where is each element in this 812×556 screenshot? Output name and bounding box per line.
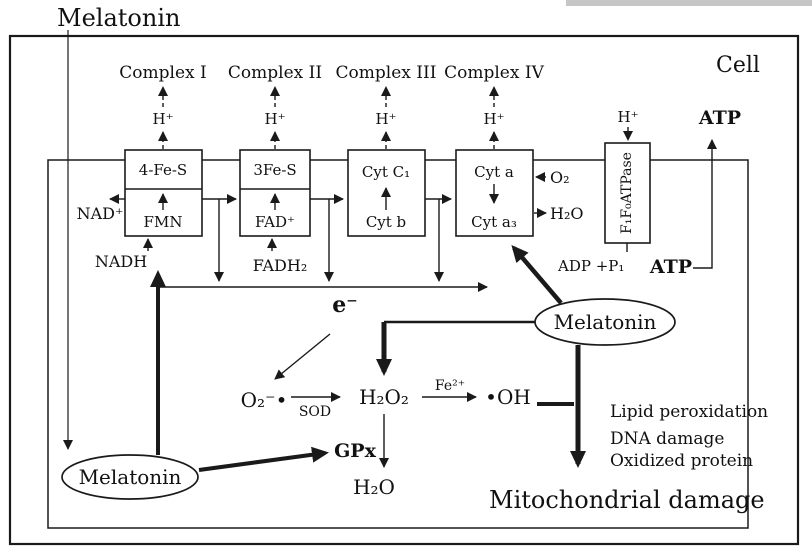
complex-2-upper-label: 3Fe-S bbox=[253, 161, 296, 179]
proton-arrows bbox=[158, 86, 633, 149]
atpase-rect bbox=[604, 142, 651, 244]
mitochondrial-damage-label: Mitochondrial damage bbox=[489, 486, 765, 514]
complex-3-label: Complex III bbox=[336, 63, 437, 83]
complex-3-box bbox=[347, 149, 426, 237]
atpase-box bbox=[604, 142, 651, 244]
cell-membrane-box bbox=[8, 34, 800, 546]
complex-4-upper-label: Cyt a bbox=[474, 163, 514, 181]
atp-exported-label: ATP bbox=[698, 107, 741, 129]
substrate-arrows bbox=[109, 139, 717, 269]
fadh2-label: FADH₂ bbox=[253, 256, 307, 275]
complex-4-lower-label: Cyt a₃ bbox=[471, 213, 517, 231]
damage-item-dna: DNA damage bbox=[610, 429, 724, 449]
melatonin-bottom-label: Melatonin bbox=[79, 465, 182, 489]
melatonin-arrows bbox=[63, 30, 586, 472]
complex-2-label: Complex II bbox=[228, 63, 322, 83]
arrow-atp-export bbox=[693, 139, 717, 269]
complex-1-box bbox=[124, 149, 203, 237]
ros-arrows bbox=[274, 333, 477, 468]
etc-wiring bbox=[159, 194, 488, 292]
complex-3-lower-label: Cyt b bbox=[366, 213, 406, 231]
arrow-electron-leak bbox=[274, 333, 331, 380]
damage-item-lipid: Lipid peroxidation bbox=[610, 402, 768, 422]
electron-label: e⁻ bbox=[332, 292, 358, 318]
melatonin-ellipse-bottom bbox=[61, 454, 199, 500]
superoxide-label: O₂⁻• bbox=[241, 388, 288, 412]
adp-pi-label: ADP +P₁ bbox=[557, 257, 624, 275]
hydroxyl-label: •OH bbox=[485, 385, 531, 409]
hplus-complex-4: H⁺ bbox=[484, 110, 505, 128]
complex-1-lower-label: FMN bbox=[144, 213, 183, 231]
scan-artifact bbox=[566, 0, 812, 6]
sod-label: SOD bbox=[299, 404, 331, 420]
diagram-title: Melatonin bbox=[57, 4, 180, 32]
atpase-label: F₁F₀ATPase bbox=[619, 152, 635, 234]
complex-4-label: Complex IV bbox=[444, 63, 544, 83]
hplus-complex-1: H⁺ bbox=[153, 110, 174, 128]
arrow-melatonin-to-complex4 bbox=[511, 244, 563, 305]
arrow-melatonin-to-gpx bbox=[198, 446, 329, 472]
complex-2-box bbox=[239, 149, 311, 237]
nadh-label: NADH bbox=[95, 252, 147, 271]
o2-label: O₂ bbox=[550, 168, 570, 187]
cell-label: Cell bbox=[716, 53, 760, 78]
complex-3-upper-label: Cyt C₁ bbox=[362, 163, 410, 181]
melatonin-right-label: Melatonin bbox=[554, 310, 657, 334]
hplus-atpase: H⁺ bbox=[618, 108, 639, 126]
gpx-h2o-label: H₂O bbox=[353, 475, 395, 499]
damage-item-protein: Oxidized protein bbox=[610, 451, 753, 471]
complex-4-box bbox=[455, 149, 534, 237]
complex-1-upper-label: 4-Fe-S bbox=[139, 161, 187, 179]
atp-label: ATP bbox=[649, 256, 692, 278]
hplus-complex-2: H⁺ bbox=[265, 110, 286, 128]
nad-label: NAD⁺ bbox=[77, 204, 124, 223]
melatonin-ellipse-right bbox=[534, 298, 676, 346]
complex-1-label: Complex I bbox=[119, 63, 206, 83]
gpx-label: GPx bbox=[334, 440, 377, 462]
h2o-label: H₂O bbox=[550, 204, 583, 223]
h2o2-label: H₂O₂ bbox=[359, 385, 409, 409]
complex-2-lower-label: FAD⁺ bbox=[255, 213, 295, 231]
fenton-label: Fe²⁺ bbox=[435, 378, 465, 394]
hplus-complex-3: H⁺ bbox=[376, 110, 397, 128]
